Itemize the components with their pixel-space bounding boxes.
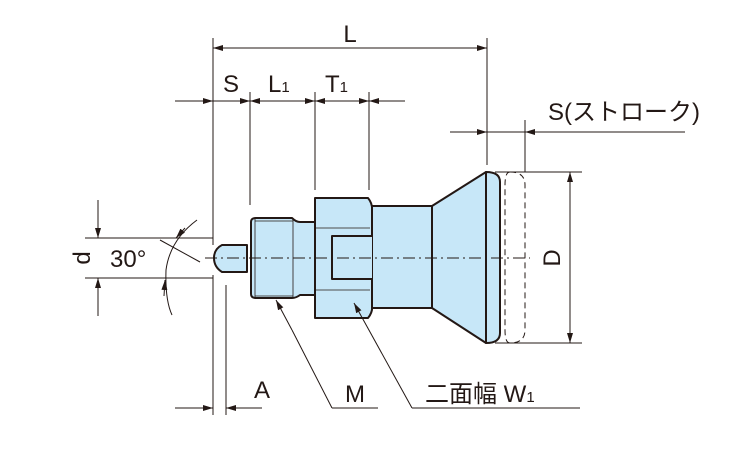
dimension-d: d 30° bbox=[69, 200, 213, 316]
label-W1: 二面幅 W1 bbox=[425, 381, 535, 408]
label-S: S bbox=[223, 71, 239, 98]
label-angle: 30° bbox=[110, 246, 146, 273]
label-L: L bbox=[343, 21, 356, 48]
label-T1: T1 bbox=[325, 71, 348, 98]
chamfer-line bbox=[159, 239, 201, 263]
label-d: d bbox=[69, 251, 96, 264]
plunger-body bbox=[371, 205, 433, 309]
angle-arc bbox=[165, 219, 198, 316]
dimension-stroke: S(ストローク) bbox=[450, 99, 700, 172]
label-A: A bbox=[254, 377, 270, 404]
dimension-A: A bbox=[175, 275, 270, 415]
dimension-D: D bbox=[495, 171, 582, 344]
label-D: D bbox=[539, 249, 566, 266]
label-L1: L1 bbox=[268, 71, 290, 98]
dimension-L: L bbox=[212, 21, 488, 245]
leader-W1: 二面幅 W1 bbox=[353, 302, 580, 409]
plunger-part bbox=[205, 171, 530, 344]
leader-M: M bbox=[275, 299, 378, 409]
label-stroke: S(ストローク) bbox=[548, 99, 700, 126]
dimension-S-L1-T1: S L1 T1 bbox=[175, 71, 405, 205]
label-M: M bbox=[345, 381, 365, 408]
